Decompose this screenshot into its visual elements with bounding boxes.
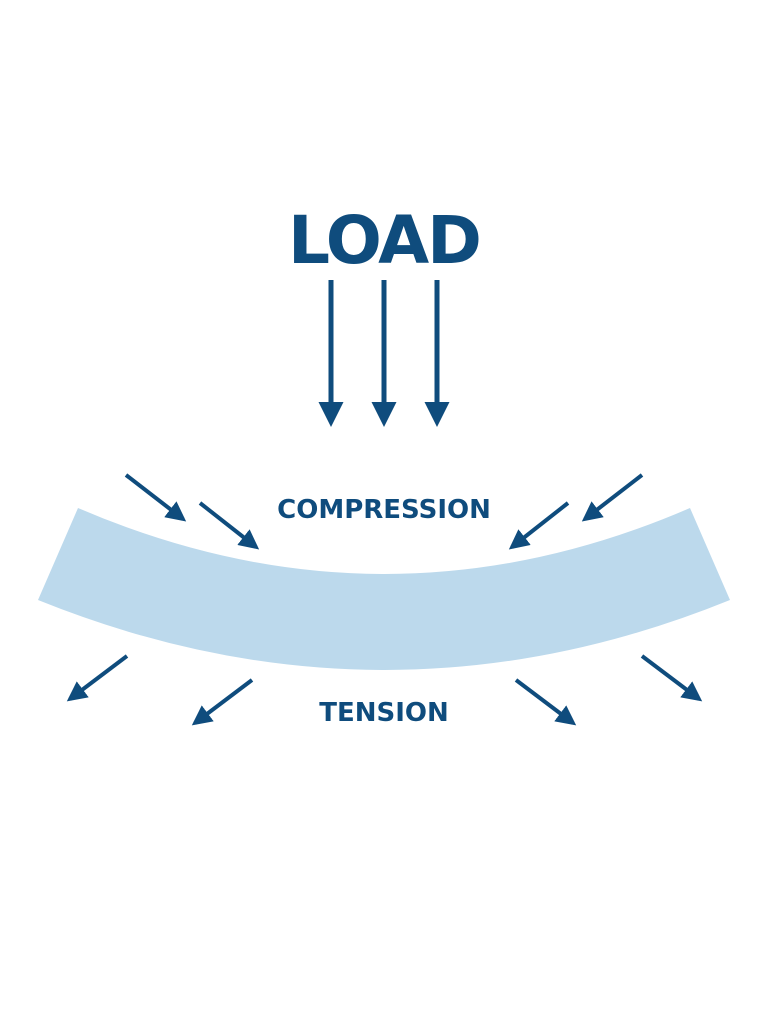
- load-arrows: [318, 280, 450, 427]
- compression-label: COMPRESSION: [277, 495, 491, 525]
- tension-arrow-inner-left: [191, 678, 254, 726]
- tension-arrow-outer-left: [66, 654, 129, 702]
- compression-arrow-inner-right: [508, 501, 570, 550]
- tension-arrow-outer-right: [640, 654, 703, 702]
- compression-arrow-outer-right: [581, 473, 644, 522]
- compression-arrow-inner-left: [198, 501, 260, 550]
- tension-label: TENSION: [319, 698, 449, 728]
- tension-arrow-inner-right: [514, 678, 577, 726]
- load-label: LOAD: [288, 202, 480, 279]
- compression-arrow-outer-left: [124, 473, 187, 522]
- beam: [38, 508, 730, 670]
- tension-arrows: [66, 654, 703, 726]
- compression-arrows: [124, 473, 644, 550]
